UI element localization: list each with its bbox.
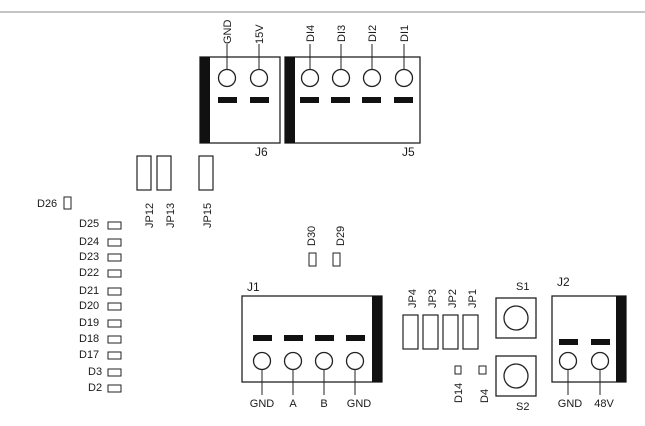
led-label: D22 (79, 267, 99, 279)
led-d29: D29 (332, 226, 347, 267)
jumper-group-right: JP4 JP3 JP2 JP1 (402, 289, 479, 350)
jumper-jp2: JP2 (442, 289, 459, 350)
jumper-label: JP12 (144, 203, 156, 228)
j1-pin-label: B (320, 398, 327, 410)
led-item: D23 (79, 251, 122, 263)
jumper-label: JP4 (407, 289, 419, 308)
led-item: D18 (79, 333, 122, 345)
led-label: D26 (37, 198, 57, 210)
jumper-jp4: JP4 (402, 289, 419, 350)
j5-pin-label: DI3 (336, 25, 348, 42)
led-item: D21 (79, 285, 122, 297)
led-d26: D26 (37, 196, 72, 210)
j2-label: J2 (557, 275, 570, 289)
j6-label: J6 (255, 145, 268, 159)
jumper-label: JP13 (165, 203, 177, 228)
led-label: D3 (88, 366, 102, 378)
jumper-label: JP2 (447, 289, 459, 308)
led-d30: D30 (306, 226, 318, 267)
jumper-label: JP1 (467, 289, 479, 308)
led-label: D4 (479, 389, 491, 403)
j6-pin-label: GND (222, 20, 234, 45)
led-label: D14 (453, 383, 465, 403)
connector-j5: DI4 DI3 DI2 DI1 J5 (284, 25, 421, 159)
j6-pin-label: 15V (254, 24, 266, 44)
led-label: D24 (79, 236, 99, 248)
led-label: D20 (79, 300, 99, 312)
j1-pin-label: A (289, 398, 297, 410)
switch-label: S2 (516, 401, 529, 413)
led-item: D2 (88, 382, 122, 394)
connector-j6: GND 15V J6 (199, 20, 281, 159)
switch-label: S1 (516, 281, 529, 293)
led-d14: D14 (453, 365, 465, 403)
j1-pin-label: GND (347, 398, 372, 410)
j5-label: J5 (402, 145, 415, 159)
j2-pin-label: GND (558, 398, 583, 410)
switch-s2: S2 (495, 355, 537, 413)
connector-j2: J2 GND 48V (551, 275, 627, 410)
led-label: D29 (335, 226, 347, 246)
j5-pin-label: DI1 (399, 25, 411, 42)
jumper-jp1: JP1 (462, 289, 479, 350)
jumper-label: JP15 (202, 203, 214, 228)
switch-s1: S1 (495, 281, 537, 339)
led-item: D24 (79, 236, 122, 248)
j5-pin-label: DI4 (305, 25, 317, 42)
led-label: D19 (79, 317, 99, 329)
led-label: D18 (79, 333, 99, 345)
j2-pin-label: 48V (594, 398, 614, 410)
led-label: D21 (79, 285, 99, 297)
led-label: D25 (79, 218, 99, 230)
led-item: D3 (88, 366, 122, 378)
led-label: D2 (88, 382, 102, 394)
led-item: D17 (79, 349, 122, 361)
jumper-jp13: JP13 (156, 155, 177, 228)
jumper-label: JP3 (427, 289, 439, 308)
led-label: D17 (79, 349, 99, 361)
led-label: D30 (306, 226, 318, 246)
j1-pin-label: GND (250, 398, 275, 410)
led-d4: D4 (478, 365, 491, 403)
led-item: D22 (79, 267, 122, 279)
led-item: D20 (79, 300, 122, 312)
jumper-jp15: JP15 (198, 155, 214, 228)
led-column-left: D25 D24 D23 D22 D21 D20 D19 D18 (79, 218, 122, 394)
j5-pin-label: DI2 (367, 25, 379, 42)
jumper-jp3: JP3 (422, 289, 439, 350)
led-item: D19 (79, 317, 122, 329)
jumper-jp12: JP12 (136, 155, 156, 228)
led-item: D25 (79, 218, 122, 230)
j1-label: J1 (247, 280, 260, 294)
led-label: D23 (79, 251, 99, 263)
connector-j1: J1 GND A B GND (241, 280, 383, 410)
